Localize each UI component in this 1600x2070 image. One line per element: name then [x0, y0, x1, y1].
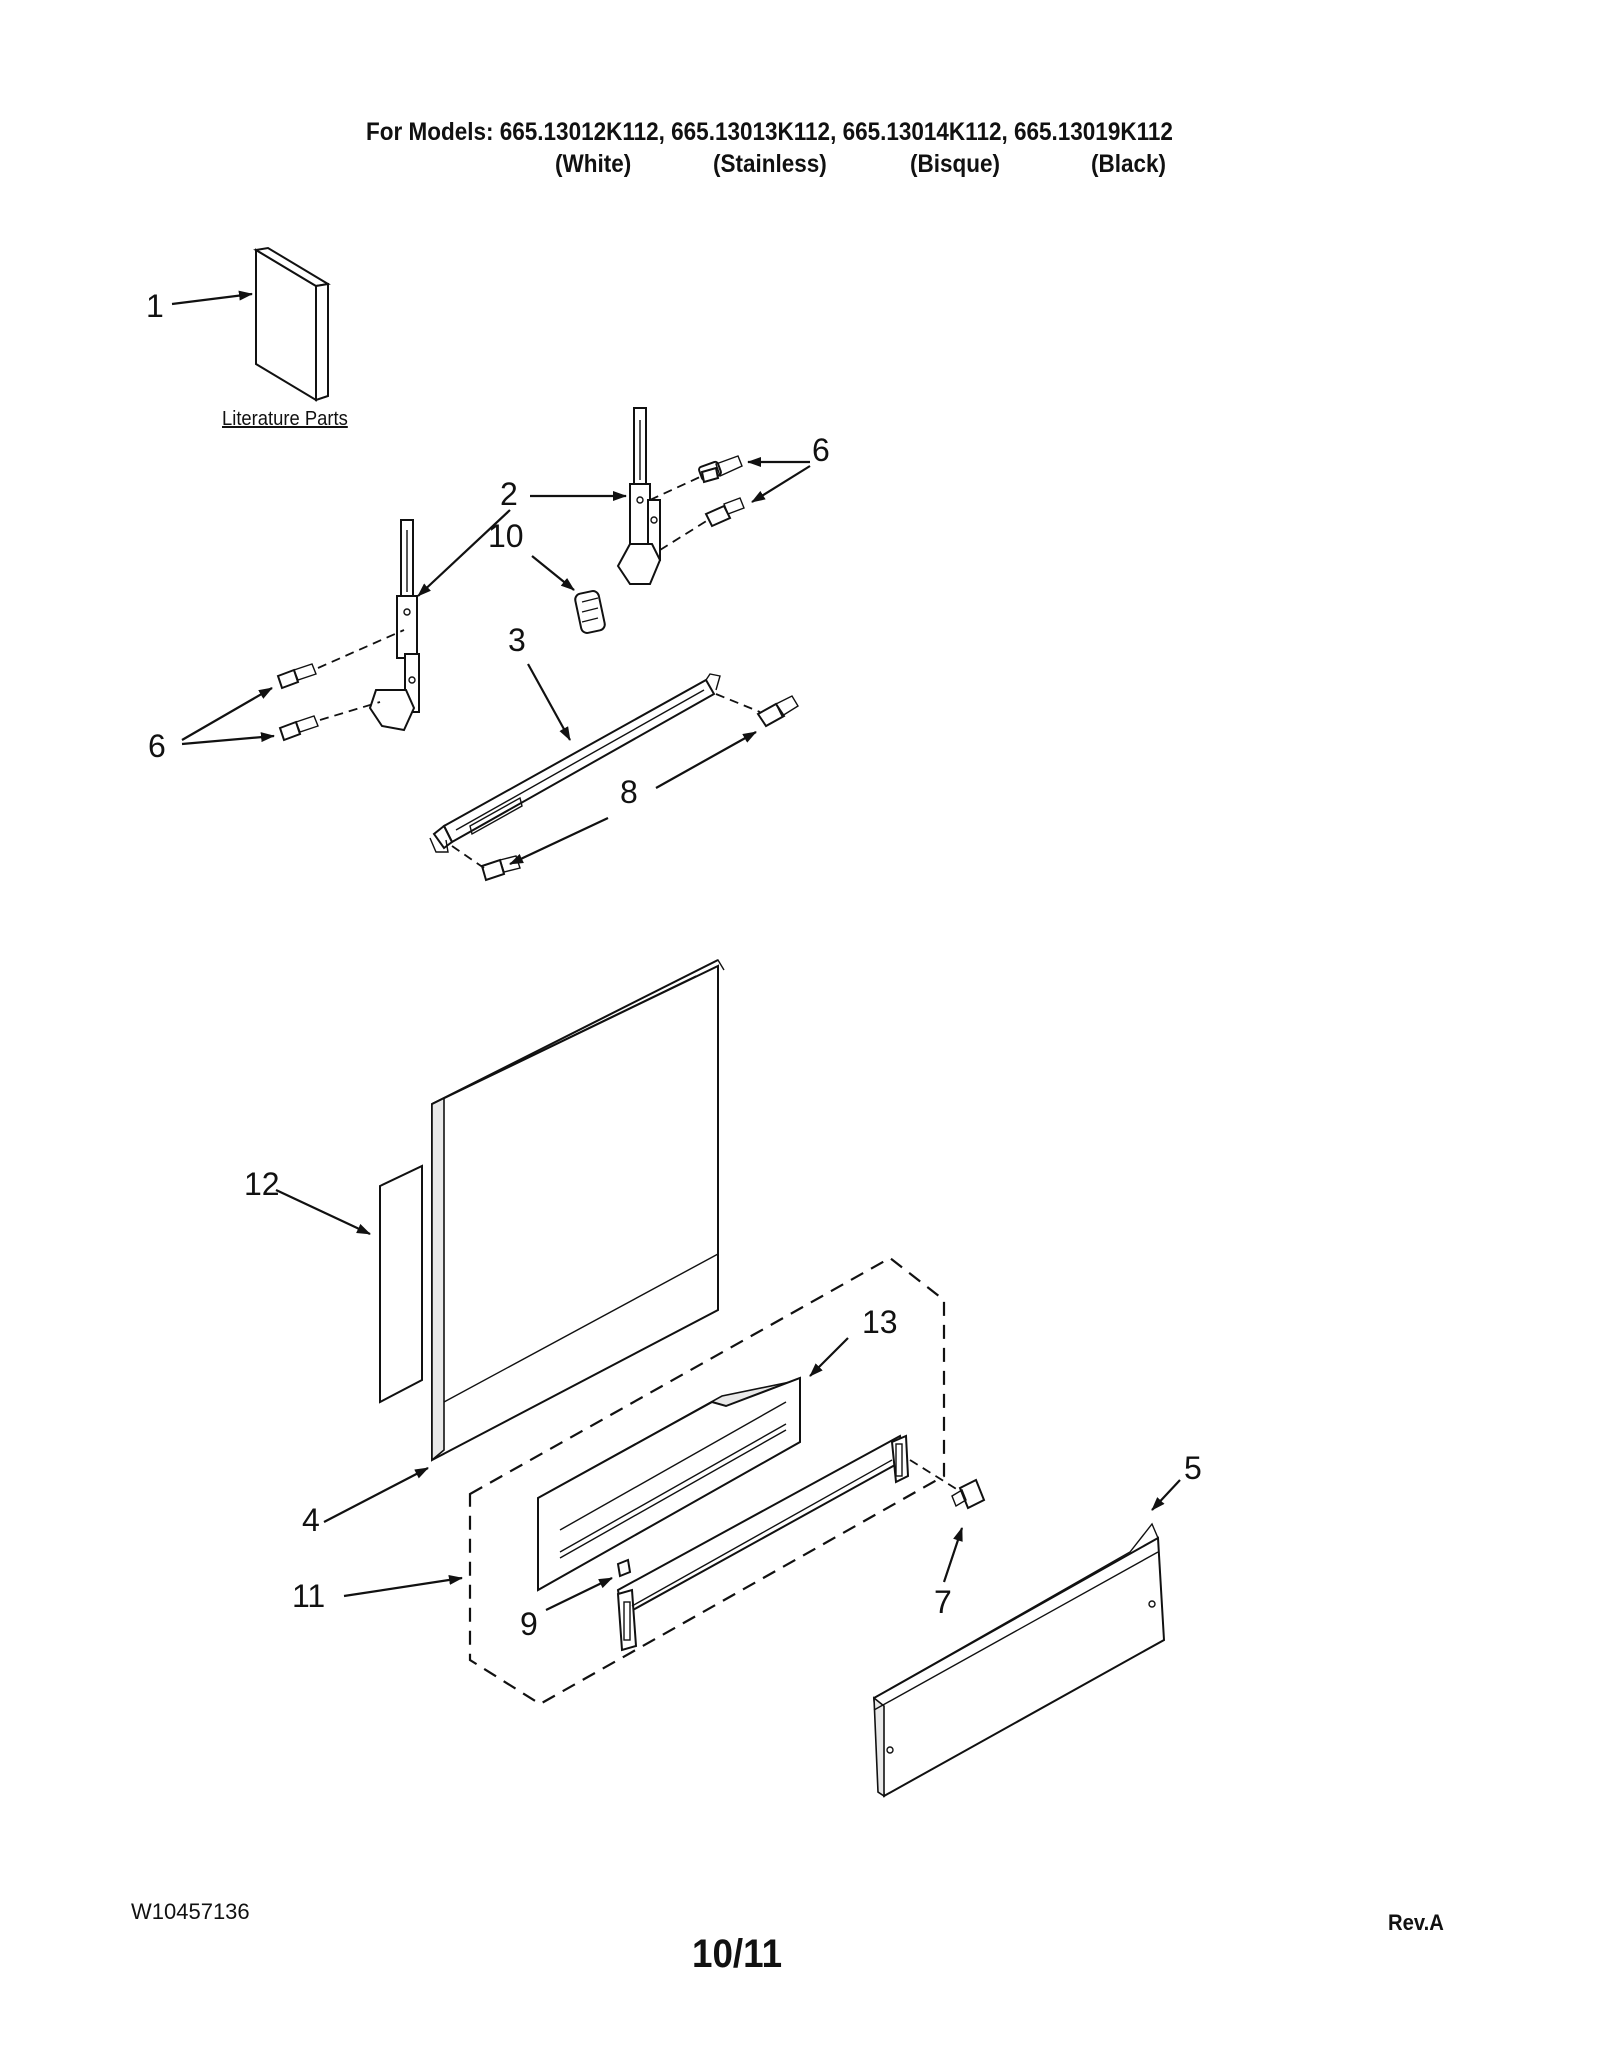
screw-6-upper-right: [698, 455, 743, 484]
callout-10: 10: [488, 518, 524, 554]
screw-6-lower-left: [278, 715, 319, 742]
literature-parts-label: Literature Parts: [222, 408, 348, 430]
door-hinge-left-part: [368, 519, 420, 732]
leader-6b-lower: [181, 732, 275, 746]
screw-8-right: [756, 695, 799, 728]
callout-6-left: 6: [148, 728, 166, 764]
leader-11: [343, 1575, 463, 1598]
document-number: W10457136: [131, 1899, 250, 1924]
leader-5: [1151, 1479, 1181, 1511]
leader-13: [809, 1337, 849, 1377]
callout-12: 12: [244, 1166, 280, 1202]
callout-4: 4: [302, 1502, 320, 1538]
screw-path-8-right: [715, 693, 761, 713]
door-trim-rail-part: [616, 1434, 910, 1652]
screw-8-left: [480, 855, 521, 882]
leader-8-left: [509, 817, 609, 865]
screw-path-8-left: [451, 845, 485, 869]
color-white: (White): [555, 150, 632, 178]
screw-7-part: [951, 1478, 986, 1510]
toe-panel-part: [872, 1522, 1166, 1798]
screw-path-lower-left: [319, 701, 381, 721]
screw-path-upper-left: [317, 629, 405, 669]
callout-6-right: 6: [812, 432, 830, 468]
leader-8-right: [655, 731, 757, 789]
callout-2: 2: [500, 476, 518, 512]
leader-9: [545, 1577, 613, 1611]
callout-9: 9: [520, 1606, 538, 1642]
leader-4: [323, 1467, 429, 1523]
leader-1: [171, 290, 253, 306]
models-line: For Models: 665.13012K112, 665.13013K112…: [366, 118, 1173, 146]
callout-5: 5: [1184, 1450, 1202, 1486]
door-insulation-part: [379, 1164, 423, 1404]
hinge-cover-part: [574, 590, 606, 634]
screw-6-lower-right: [704, 497, 745, 528]
leader-7: [942, 1527, 964, 1583]
screw-path-upper-right: [649, 475, 703, 501]
clip-part: [616, 1558, 632, 1578]
screw-path-7: [909, 1459, 959, 1491]
color-bisque: (Bisque): [910, 150, 1000, 178]
outer-door-panel-part: [431, 959, 725, 1462]
color-stainless: (Stainless): [713, 150, 827, 178]
leader-10: [531, 555, 575, 591]
revision-label: Rev.A: [1388, 1910, 1444, 1935]
leader-6b-upper: [181, 687, 273, 741]
door-hinge-right-part: [616, 407, 662, 585]
leader-3: [527, 663, 571, 741]
callout-11: 11: [292, 1578, 326, 1614]
callout-13: 13: [862, 1304, 898, 1340]
callout-7: 7: [934, 1584, 952, 1620]
control-panel-part: [537, 1376, 801, 1592]
callout-1: 1: [146, 288, 164, 324]
literature-booklet-part: [253, 246, 331, 402]
leader-12: [275, 1189, 371, 1235]
screw-6-upper-left: [276, 663, 317, 690]
leader-2-left: [417, 509, 511, 597]
page-number: 10/11: [692, 1932, 783, 1976]
callout-8: 8: [620, 774, 638, 810]
door-brace-part: [429, 673, 721, 853]
console-assembly-boundary: [468, 1256, 946, 1706]
leader-6a-lower: [751, 465, 811, 503]
color-black: (Black): [1091, 150, 1167, 178]
callout-3: 3: [508, 622, 526, 658]
screw-path-lower-right: [659, 519, 709, 551]
